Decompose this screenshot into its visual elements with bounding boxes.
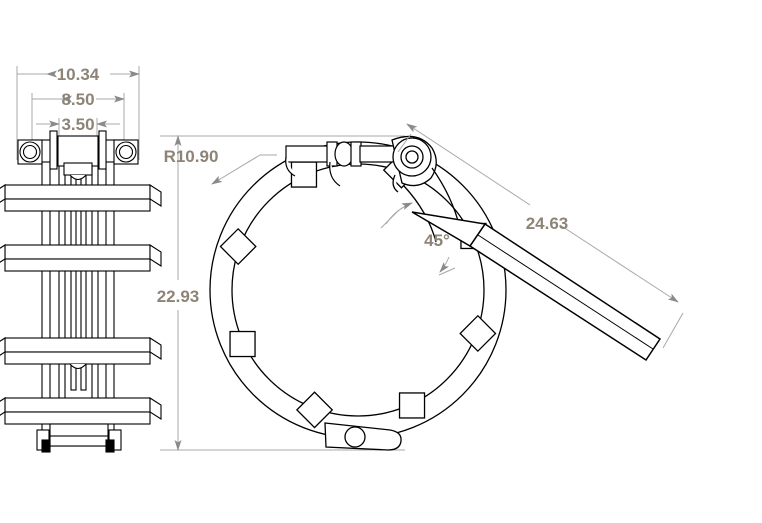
dimline-arm-lower bbox=[559, 224, 679, 303]
side-elevation-view bbox=[0, 130, 162, 453]
bracket-mid-right-flange bbox=[149, 243, 162, 268]
bracket-lower-bar bbox=[4, 337, 151, 353]
turnbuckle-right-rod bbox=[359, 145, 399, 163]
dim-label-arm-length: 24.63 bbox=[526, 214, 569, 233]
pivot-inner-circle-right bbox=[118, 144, 134, 160]
cross-bracket-lower bbox=[0, 336, 162, 370]
foot-pad-right bbox=[105, 439, 115, 453]
turnbuckle-barrel bbox=[334, 141, 354, 167]
bracket-lower-lower-bar bbox=[4, 351, 151, 365]
clamp-block-7-body bbox=[295, 391, 334, 429]
top-under-block bbox=[63, 162, 93, 176]
clamp-block-5-body bbox=[459, 314, 497, 353]
bracket-upper-lower-bar bbox=[4, 198, 151, 212]
turnbuckle-mid-link bbox=[329, 161, 341, 187]
dim-label-width-middle: 8.50 bbox=[61, 90, 94, 109]
bracket-bottom-right-flange bbox=[149, 396, 162, 421]
ring-clamp-front-view bbox=[209, 141, 507, 439]
dim-label-width-overall: 10.34 bbox=[57, 65, 100, 84]
arc-angle-lower bbox=[439, 256, 450, 273]
bracket-mid-left-flange bbox=[0, 243, 6, 263]
bracket-bottom-left-flange bbox=[0, 396, 6, 416]
dimension-group-angle bbox=[380, 202, 456, 276]
dim-label-height-overall: 22.93 bbox=[157, 287, 200, 306]
clamp-block-7 bbox=[295, 391, 334, 429]
bracket-mid-bar bbox=[4, 244, 151, 260]
foot-pad-left bbox=[41, 439, 51, 453]
dimension-group-arm-length bbox=[397, 123, 684, 349]
bracket-upper-left-flange bbox=[0, 183, 6, 203]
clamp-block-6-body bbox=[398, 392, 426, 419]
clamp-block-8-body bbox=[229, 330, 256, 358]
clamp-block-group bbox=[219, 151, 497, 429]
clamp-block-1-body bbox=[219, 227, 257, 266]
bracket-upper-bar bbox=[4, 184, 151, 200]
turnbuckle-left-rod bbox=[285, 145, 329, 163]
ring-inner-circle bbox=[231, 163, 485, 417]
cross-bracket-upper bbox=[0, 183, 162, 212]
dimension-group-height bbox=[160, 135, 405, 451]
dim-label-angle: 45° bbox=[424, 231, 450, 250]
arm-center-line bbox=[477, 234, 654, 350]
pivot-bearing-left bbox=[17, 139, 43, 165]
bracket-lower-right-flange bbox=[149, 336, 162, 361]
pivot-inner-circle-left bbox=[22, 144, 38, 160]
bracket-upper-right-flange bbox=[149, 183, 162, 208]
shoulder-inner-arc bbox=[403, 185, 437, 243]
bottom-hinge-lug bbox=[324, 422, 402, 451]
top-arc-detail bbox=[69, 174, 87, 181]
ext-line-arm-end bbox=[662, 312, 684, 349]
pivot-bearing-right bbox=[113, 139, 139, 165]
bracket-bottom-lower-bar bbox=[4, 411, 151, 425]
pivot-boss-bore bbox=[405, 150, 419, 164]
bottom-lug-hole bbox=[344, 426, 366, 448]
bracket-bottom-bar bbox=[4, 397, 151, 413]
clamp-block-5 bbox=[459, 314, 497, 353]
clamp-block-6 bbox=[398, 392, 426, 419]
top-post-left bbox=[49, 130, 58, 170]
ring-outer-circle bbox=[209, 141, 507, 439]
dimline-arm-upper bbox=[406, 123, 531, 206]
bottom-foot-edge bbox=[49, 435, 109, 447]
bracket-lower-arc-detail bbox=[69, 363, 87, 370]
arc-angle-upper bbox=[385, 202, 413, 225]
cross-bracket-bottom bbox=[0, 396, 162, 425]
top-center-body bbox=[57, 135, 99, 167]
clamp-block-2 bbox=[290, 161, 318, 188]
leader-line-radius bbox=[211, 154, 261, 185]
top-turnbuckle-latch bbox=[285, 141, 399, 187]
bracket-lower-left-flange bbox=[0, 336, 6, 356]
ext-line-angle-lower bbox=[438, 267, 456, 276]
dim-label-width-inner: 3.50 bbox=[61, 115, 94, 134]
clamp-block-1 bbox=[219, 227, 257, 266]
ext-line-arm-start bbox=[397, 133, 412, 153]
dim-label-radius: R10.90 bbox=[164, 147, 219, 166]
pivot-boss-tail bbox=[392, 174, 399, 193]
top-post-right bbox=[98, 130, 107, 170]
arm-root-wedge bbox=[411, 211, 487, 248]
upper-right-pivot-boss bbox=[391, 135, 437, 193]
dimension-group-radius bbox=[211, 154, 277, 185]
cross-bracket-mid bbox=[0, 243, 162, 272]
clamp-block-8 bbox=[229, 330, 256, 358]
clamp-block-2-body bbox=[290, 161, 318, 188]
bracket-mid-lower-bar bbox=[4, 258, 151, 272]
diagonal-actuator-arm bbox=[468, 222, 662, 362]
turnbuckle-left-bracket bbox=[285, 156, 296, 177]
